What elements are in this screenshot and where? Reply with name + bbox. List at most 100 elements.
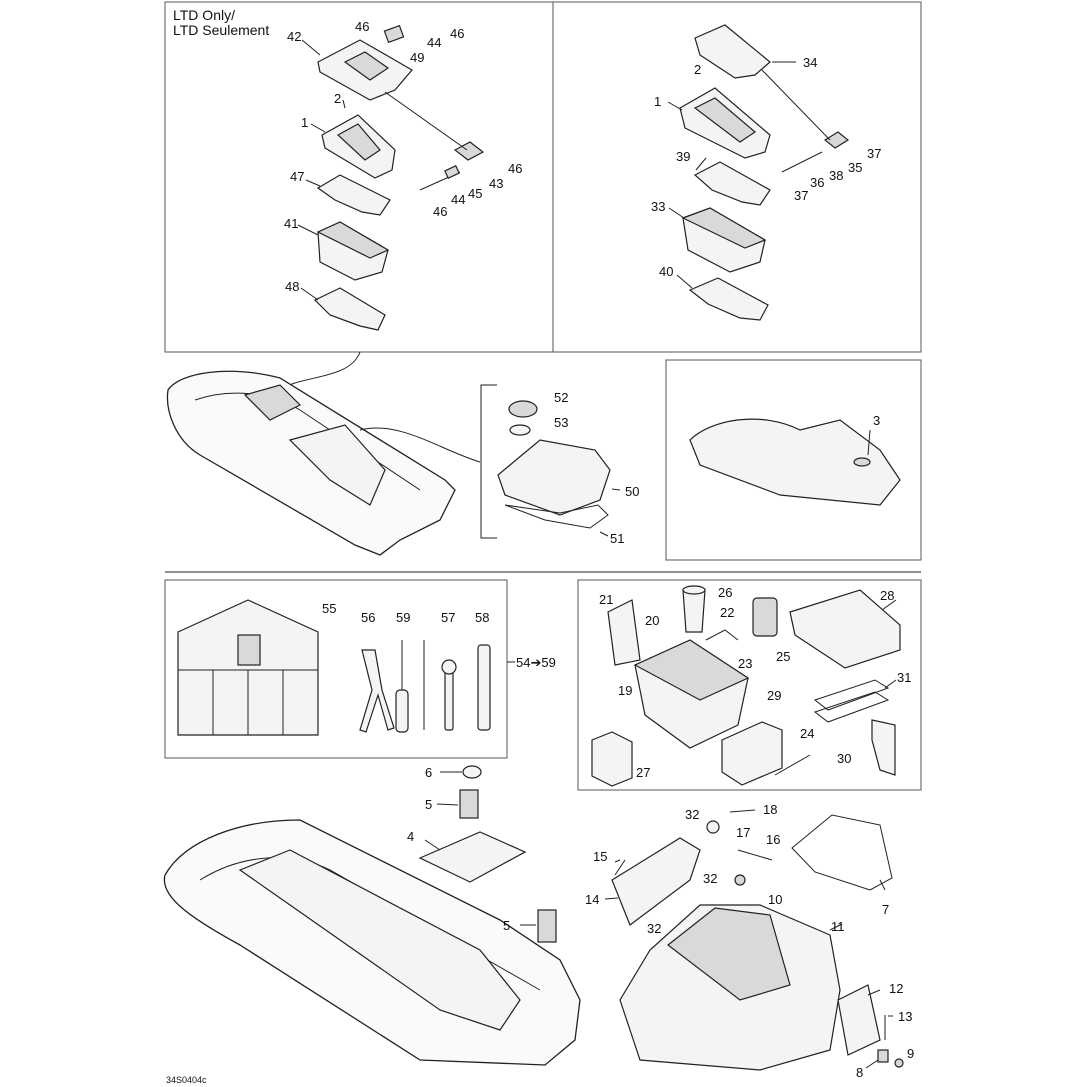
part-30-bumper (871, 719, 896, 776)
callout-43: 43 (489, 176, 503, 191)
part-45-cable (419, 165, 461, 191)
part-39-gasket (693, 161, 771, 206)
callout-12: 12 (889, 981, 903, 996)
callout-44: 44 (451, 192, 465, 207)
callout-20: 20 (645, 613, 659, 628)
part-12-frame (837, 984, 881, 1056)
callout-37: 37 (867, 146, 881, 161)
callout-39: 39 (676, 149, 690, 164)
part-26-cup-holder (682, 585, 706, 633)
callout-26: 26 (718, 585, 732, 600)
callout-57: 57 (441, 610, 455, 625)
callout-28: 28 (880, 588, 894, 603)
callout-36: 36 (810, 175, 824, 190)
part-7-gasket (791, 814, 893, 891)
callout-5: 5 (425, 797, 432, 812)
part-6-tether (462, 765, 482, 779)
callout-15: 15 (593, 849, 607, 864)
callout-53: 53 (554, 415, 568, 430)
callout-31: 31 (897, 670, 911, 685)
part-47-gasket (316, 174, 391, 216)
callout-34: 34 (803, 55, 817, 70)
callout-32: 32 (685, 807, 699, 822)
hull-lower-view (163, 819, 581, 1066)
callout-42: 42 (287, 29, 301, 44)
part-5-fitting-bottom (537, 909, 557, 943)
callout-30: 30 (837, 751, 851, 766)
part-1-bezel-std (679, 87, 771, 159)
part-48-gasket (313, 287, 386, 331)
part-35-plate (823, 131, 850, 149)
part-57-wrench (441, 659, 457, 731)
part-51-gasket (504, 504, 609, 529)
part-29-strap (721, 721, 783, 786)
part-10-plug (734, 874, 746, 886)
part-52-cap (508, 400, 538, 418)
callout-5: 5 (503, 918, 510, 933)
callout-55: 55 (322, 601, 336, 616)
callout-46: 46 (433, 204, 447, 219)
part-24-rod (774, 754, 811, 776)
leader-assembly-arrow-std (761, 69, 831, 141)
callout-44: 44 (427, 35, 441, 50)
frame-title-line-2: LTD Seulement (173, 22, 269, 38)
frame-front-storage (577, 579, 922, 791)
callout-38: 38 (829, 168, 843, 183)
callout-17: 17 (736, 825, 750, 840)
part-34-lid (694, 24, 771, 79)
callout-33: 33 (651, 199, 665, 214)
callout-23: 23 (738, 656, 752, 671)
callout-9: 9 (907, 1046, 914, 1061)
callout-32: 32 (647, 921, 661, 936)
callout-41: 41 (284, 216, 298, 231)
callouts: 46 44 46 42 49 2 1 46 43 45 44 46 47 41 … (284, 19, 914, 1080)
callout-47: 47 (290, 169, 304, 184)
callout-56: 56 (361, 610, 375, 625)
callout-19: 19 (618, 683, 632, 698)
callout-50: 50 (625, 484, 639, 499)
part-14-panel (611, 837, 701, 926)
leader-lines (297, 39, 897, 1069)
drawing-code: 34S0404c (166, 1075, 207, 1085)
part-55-tool-pouch (177, 599, 319, 736)
callout-27: 27 (636, 765, 650, 780)
callout-58: 58 (475, 610, 489, 625)
frame-title-line-1: LTD Only/ (173, 7, 235, 23)
callout-6: 6 (425, 765, 432, 780)
callout-52: 52 (554, 390, 568, 405)
range-label: 54➔59 (516, 655, 556, 670)
part-41-tub (316, 221, 390, 281)
part-27-pad (591, 731, 633, 787)
part-1-bezel (321, 114, 396, 179)
part-40-gasket (688, 277, 769, 321)
part-3-cover (689, 418, 901, 506)
callout-29: 29 (767, 688, 781, 703)
leader-ltd-to-hull (279, 351, 361, 391)
callout-37: 37 (794, 188, 808, 203)
callout-25: 25 (776, 649, 790, 664)
part-59-screwdriver (395, 640, 409, 733)
callout-24: 24 (800, 726, 814, 741)
callout-2: 2 (334, 91, 341, 106)
callout-35: 35 (848, 160, 862, 175)
part-17-washer (706, 820, 720, 834)
callout-46: 46 (450, 26, 464, 41)
callout-8: 8 (856, 1065, 863, 1080)
leader-assembly-arrow-ltd (384, 91, 468, 151)
part-42-lid (317, 39, 413, 101)
callout-7: 7 (882, 902, 889, 917)
callout-1: 1 (654, 94, 661, 109)
callout-14: 14 (585, 892, 599, 907)
part-22-clip (705, 629, 739, 641)
frame-std-storage (552, 1, 922, 353)
bracket-fuel-tank (480, 384, 497, 539)
part-9-screw (894, 1058, 904, 1068)
part-50-tank (497, 439, 611, 516)
part-56-pliers (359, 649, 395, 733)
callout-1: 1 (301, 115, 308, 130)
part-33-tub (681, 207, 767, 273)
callout-48: 48 (285, 279, 299, 294)
callout-45: 45 (468, 186, 482, 201)
leader-hull-to-tank (359, 427, 481, 463)
callout-40: 40 (659, 264, 673, 279)
